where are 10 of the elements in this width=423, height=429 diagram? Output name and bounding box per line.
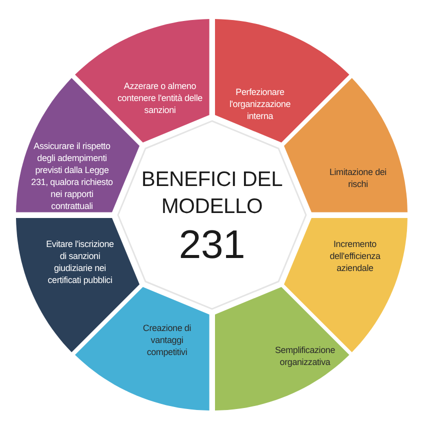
- segment-label: Perfezionare l'organizzazione interna: [228, 86, 292, 122]
- segment-label: Semplificazione organizzativa: [274, 344, 336, 368]
- title-text: BENEFICI DEL MODELLO: [140, 167, 284, 220]
- segment-label: Limitazione dei rischi: [328, 166, 387, 190]
- segment-label: Creazione di vantaggi competitivi: [142, 322, 192, 358]
- segment-label: Evitare l'iscrizione di sanzioni giudiziarie nei certificati pubblici: [45, 238, 115, 286]
- number-text: 231: [178, 223, 246, 267]
- segment-label: Incremento dell'efficienza aziendale: [328, 238, 382, 274]
- segment-label: Azzerare o almeno contenere l'entità delle sanzioni: [116, 80, 204, 116]
- segment-label: Assicurare il rispetto degli adempimenti previsti dalla Legge 231, qualora richiesto nei rapporti contrattuali: [30, 140, 114, 212]
